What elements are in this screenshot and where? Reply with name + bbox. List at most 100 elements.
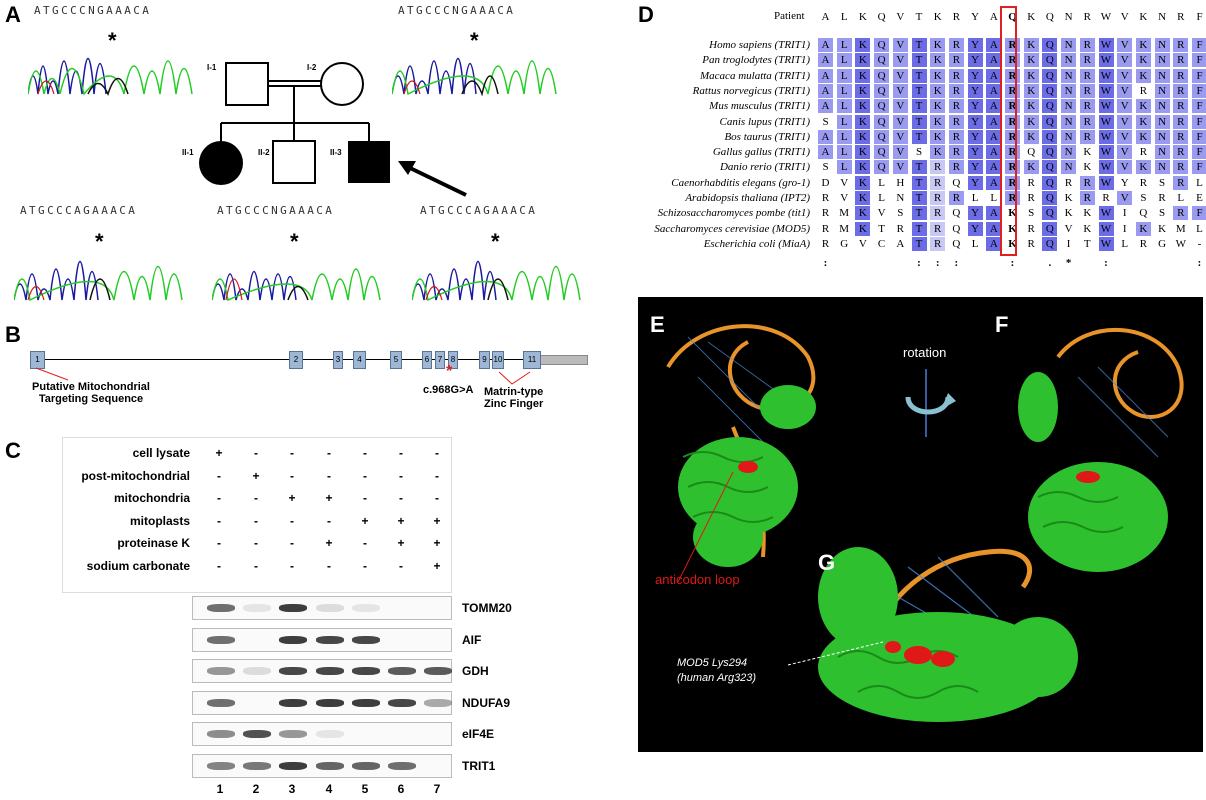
aligned-residue: H	[892, 175, 908, 190]
patient-residue: K	[933, 11, 942, 23]
aligned-residue: R	[1079, 83, 1095, 98]
treatment-cell: -	[290, 536, 294, 550]
aligned-residue: R	[948, 38, 964, 52]
aligned-residue: Q	[874, 114, 890, 129]
treatment-row-label: proteinase K	[117, 536, 190, 550]
aligned-residue: A	[986, 206, 1002, 221]
aligned-residue: S	[911, 145, 927, 160]
aligned-residue: R	[948, 145, 964, 160]
aligned-residue: Y	[967, 99, 983, 114]
aligned-residue: A	[818, 38, 833, 52]
aligned-residue: K	[1135, 99, 1151, 114]
aligned-residue: V	[1117, 145, 1133, 160]
aligned-residue: R	[1079, 129, 1095, 144]
aligned-residue: R	[1079, 99, 1095, 114]
treatment-cell: -	[399, 468, 403, 483]
aligned-residue: R	[1023, 175, 1039, 190]
lane-number: 2	[252, 782, 260, 796]
consensus-mark: .	[1048, 257, 1052, 269]
aligned-residue: W	[1098, 160, 1114, 175]
aligned-residue: K	[855, 38, 871, 52]
treatment-cell: -	[217, 491, 221, 505]
lane-number: 3	[288, 782, 296, 796]
aligned-residue: K	[1061, 191, 1077, 205]
aligned-residue: T	[911, 206, 927, 221]
aligned-residue: R	[1135, 145, 1151, 160]
structure-render	[666, 324, 1184, 722]
aligned-residue: Q	[948, 221, 964, 236]
aligned-residue: R	[948, 83, 964, 98]
aligned-residue: K	[855, 99, 871, 114]
aligned-residue: Y	[967, 206, 983, 221]
pedigree-chart	[199, 62, 467, 197]
aligned-residue: K	[1023, 160, 1039, 175]
aligned-residue: R	[1173, 68, 1189, 83]
patient-residue: K	[1139, 11, 1148, 23]
treatment-cell: +	[433, 536, 441, 550]
exon-8: 8	[448, 351, 458, 369]
structure-f	[1018, 327, 1184, 572]
proband-arrow-icon	[398, 161, 416, 175]
species-name: Caenorhabditis elegans (gro-1)	[671, 176, 810, 189]
aligned-residue: Y	[967, 160, 983, 175]
blot-band	[388, 667, 416, 675]
aligned-residue: R	[1173, 83, 1189, 98]
aligned-residue: R	[948, 99, 964, 114]
aligned-residue: L	[836, 129, 852, 144]
treatment-cell: -	[327, 468, 331, 483]
aligned-residue: T	[911, 114, 927, 129]
consensus-mark: :	[1197, 257, 1202, 269]
aligned-residue: W	[1098, 129, 1114, 144]
aligned-residue: T	[911, 236, 927, 251]
aligned-residue: K	[1079, 160, 1095, 175]
aligned-residue: N	[1154, 114, 1170, 129]
patient-residue: A	[989, 11, 998, 23]
structure-g	[787, 547, 1078, 722]
aligned-residue: F	[1192, 129, 1206, 144]
aligned-residue: Q	[874, 53, 890, 68]
structure-e	[666, 324, 816, 583]
aligned-residue: K	[930, 38, 946, 52]
consensus-mark: *	[1065, 257, 1072, 269]
aligned-residue: L	[836, 38, 852, 52]
treatment-cell: +	[433, 513, 441, 528]
lane-number: 7	[433, 782, 441, 796]
aligned-residue: K	[1135, 160, 1151, 175]
treatment-cell: -	[435, 491, 439, 505]
consensus-mark: :	[823, 257, 828, 269]
pedigree-ii1-affected-female	[199, 141, 243, 185]
treatment-cell: -	[399, 558, 403, 573]
aligned-residue: R	[948, 68, 964, 83]
aligned-residue: Q	[874, 38, 890, 52]
blot-label: NDUFA9	[462, 695, 511, 710]
species-name: Schizosaccharomyces pombe (tit1)	[657, 207, 810, 220]
aligned-residue: Y	[1117, 175, 1133, 190]
blot-band	[207, 730, 235, 738]
aligned-residue: N	[1154, 160, 1170, 175]
treatment-cell: -	[363, 536, 367, 550]
aligned-residue: Q	[1042, 236, 1058, 251]
aligned-residue: R	[1079, 114, 1095, 129]
western-blot-gdh	[192, 659, 452, 683]
aligned-residue: R	[1173, 99, 1189, 114]
patient-residue: L	[840, 11, 848, 23]
treatment-cell: +	[325, 491, 333, 505]
aligned-residue: K	[1079, 221, 1095, 236]
aligned-residue: W	[1098, 221, 1114, 236]
pedigree-i1-male	[225, 62, 269, 106]
aligned-residue: K	[855, 221, 871, 236]
aligned-residue: V	[892, 68, 908, 83]
species-name: Saccharomyces cerevisiae (MOD5)	[654, 222, 810, 235]
aligned-residue: R	[1173, 145, 1189, 160]
species-name: Escherichia coli (MiaA)	[703, 237, 810, 250]
aligned-residue: T	[911, 191, 927, 205]
aligned-residue: R	[1079, 191, 1095, 205]
aligned-residue: L	[967, 236, 983, 251]
aligned-residue: L	[1192, 221, 1206, 236]
aligned-residue: R	[818, 221, 833, 236]
